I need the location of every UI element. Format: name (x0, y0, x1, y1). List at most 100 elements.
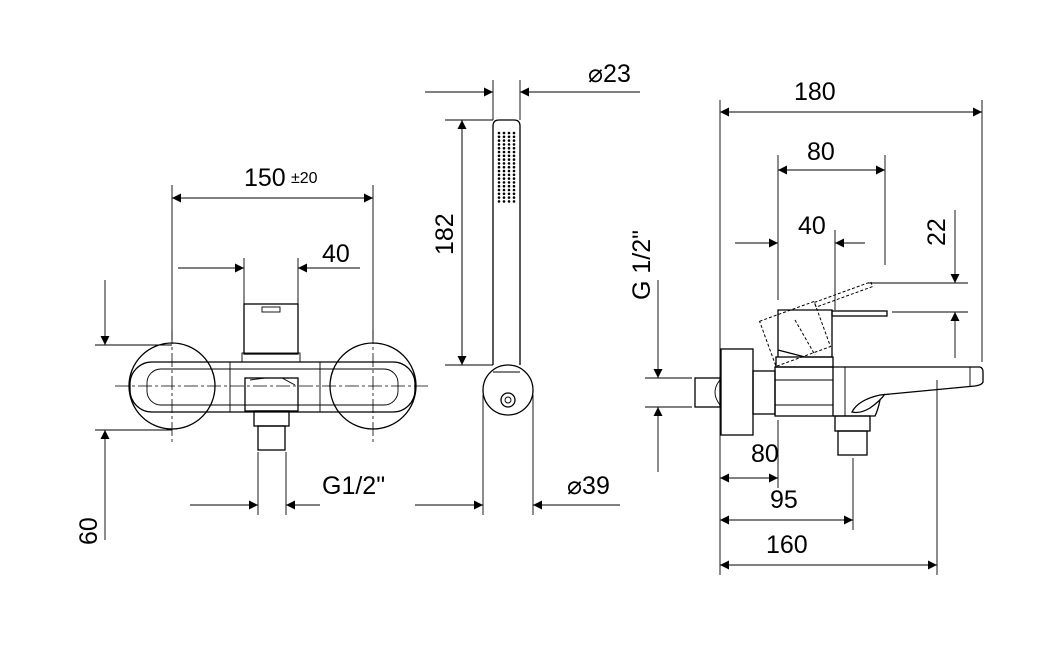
spray-nozzle (502, 146, 506, 150)
height-dim-label: 60 (75, 517, 103, 545)
spout-dim-label: 160 (766, 531, 808, 559)
spray-nozzle (502, 188, 506, 192)
hand-shower-view: (function(){var g=document.currentScript… (415, 60, 640, 515)
spray-nozzle (502, 177, 506, 180)
spray-nozzle (507, 162, 511, 165)
holder-diameter-label: ⌀39 (567, 472, 610, 500)
spray-nozzle (502, 135, 506, 139)
spray-nozzle (512, 143, 516, 146)
spray-nozzle (497, 188, 501, 192)
spray-nozzle (512, 158, 516, 161)
spray-nozzle (497, 181, 501, 184)
spray-nozzle (497, 200, 501, 203)
outlet-thread-label: G1/2" (322, 472, 385, 500)
shower-holder (482, 364, 534, 416)
spray-nozzle (512, 188, 516, 192)
spray-nozzle (497, 143, 501, 146)
front-view-mixer: 150 ±20 40 60 G1/2" (75, 164, 430, 545)
handle (243, 303, 299, 355)
side-view-mixer: 180 80 40 22 G 1/2" 80 95 160 (628, 78, 984, 575)
spray-nozzle (497, 196, 501, 199)
spout (833, 366, 984, 414)
spray-nozzle (497, 177, 501, 180)
spray-nozzle (512, 154, 516, 158)
outlet-dim-label: 95 (770, 486, 798, 514)
spray-nozzle (497, 169, 501, 173)
spray-nozzle (507, 143, 511, 146)
spray-nozzle (507, 135, 511, 139)
spray-nozzle (502, 200, 506, 203)
spray-nozzle (512, 131, 516, 135)
inlet-stub (694, 377, 721, 408)
spray-nozzle (507, 177, 511, 180)
lever (831, 310, 888, 317)
spray-nozzle (507, 131, 511, 135)
mixer-body (129, 361, 416, 413)
spray-nozzle (497, 139, 501, 142)
spray-nozzle (507, 196, 511, 199)
spray-nozzle (512, 184, 516, 188)
lever-dim-label: 22 (923, 218, 951, 246)
spray-nozzle (502, 181, 506, 184)
spray-nozzle (507, 181, 511, 184)
spray-nozzle (507, 200, 511, 203)
spray-nozzle (497, 165, 501, 169)
width-tolerance-label: ±20 (291, 170, 318, 187)
spray-nozzle (512, 139, 516, 142)
hand-shower-body (492, 119, 521, 365)
spray-nozzle (507, 150, 511, 154)
spray-nozzle (497, 192, 501, 196)
spray-nozzle (502, 184, 506, 188)
spray-nozzle (497, 135, 501, 139)
spray-nozzle (512, 173, 516, 177)
spray-nozzle (497, 184, 501, 188)
spray-nozzle (502, 150, 506, 154)
spray-nozzle (512, 181, 516, 184)
spray-nozzle (497, 146, 501, 150)
right-wall-flange (329, 342, 417, 430)
spray-nozzle (512, 196, 516, 199)
side-handle (777, 309, 833, 358)
handle-raised-position (758, 300, 832, 368)
spray-nozzle (497, 131, 501, 135)
spray-nozzle (502, 196, 506, 199)
handle-offset-label: 40 (798, 212, 826, 240)
spray-nozzle (502, 139, 506, 142)
spray-nozzle (502, 158, 506, 161)
spray-nozzle (502, 173, 506, 177)
spray-nozzle (507, 188, 511, 192)
spray-nozzle (497, 150, 501, 154)
spray-nozzle (502, 154, 506, 158)
spray-nozzle (512, 135, 516, 139)
side-outlet-nipple (837, 430, 868, 456)
side-body (774, 366, 834, 417)
spray-nozzle (497, 162, 501, 165)
inlet-thread-label: G 1/2" (628, 230, 656, 300)
spray-nozzle (507, 173, 511, 177)
handle-dim-label: 40 (322, 240, 350, 268)
spray-nozzle (497, 158, 501, 161)
spray-nozzle (497, 173, 501, 177)
total-depth-label: 180 (794, 78, 836, 106)
spray-nozzle (512, 162, 516, 165)
spray-nozzle (507, 158, 511, 161)
spray-nozzle (507, 154, 511, 158)
spray-nozzle (502, 169, 506, 173)
spray-nozzle (502, 131, 506, 135)
spray-nozzle (512, 169, 516, 173)
spray-nozzle (512, 177, 516, 180)
shower-diameter-label: ⌀23 (588, 60, 631, 88)
spray-nozzle (512, 146, 516, 150)
spray-nozzle (507, 165, 511, 169)
spray-nozzle (507, 169, 511, 173)
width-dim-label: 150 (244, 164, 286, 192)
side-wall-flange (720, 348, 754, 436)
spray-nozzle (502, 192, 506, 196)
spray-nozzle (512, 150, 516, 154)
spray-nozzle (507, 184, 511, 188)
spray-nozzle (507, 146, 511, 150)
left-wall-flange (128, 342, 216, 430)
spray-nozzle (502, 143, 506, 146)
